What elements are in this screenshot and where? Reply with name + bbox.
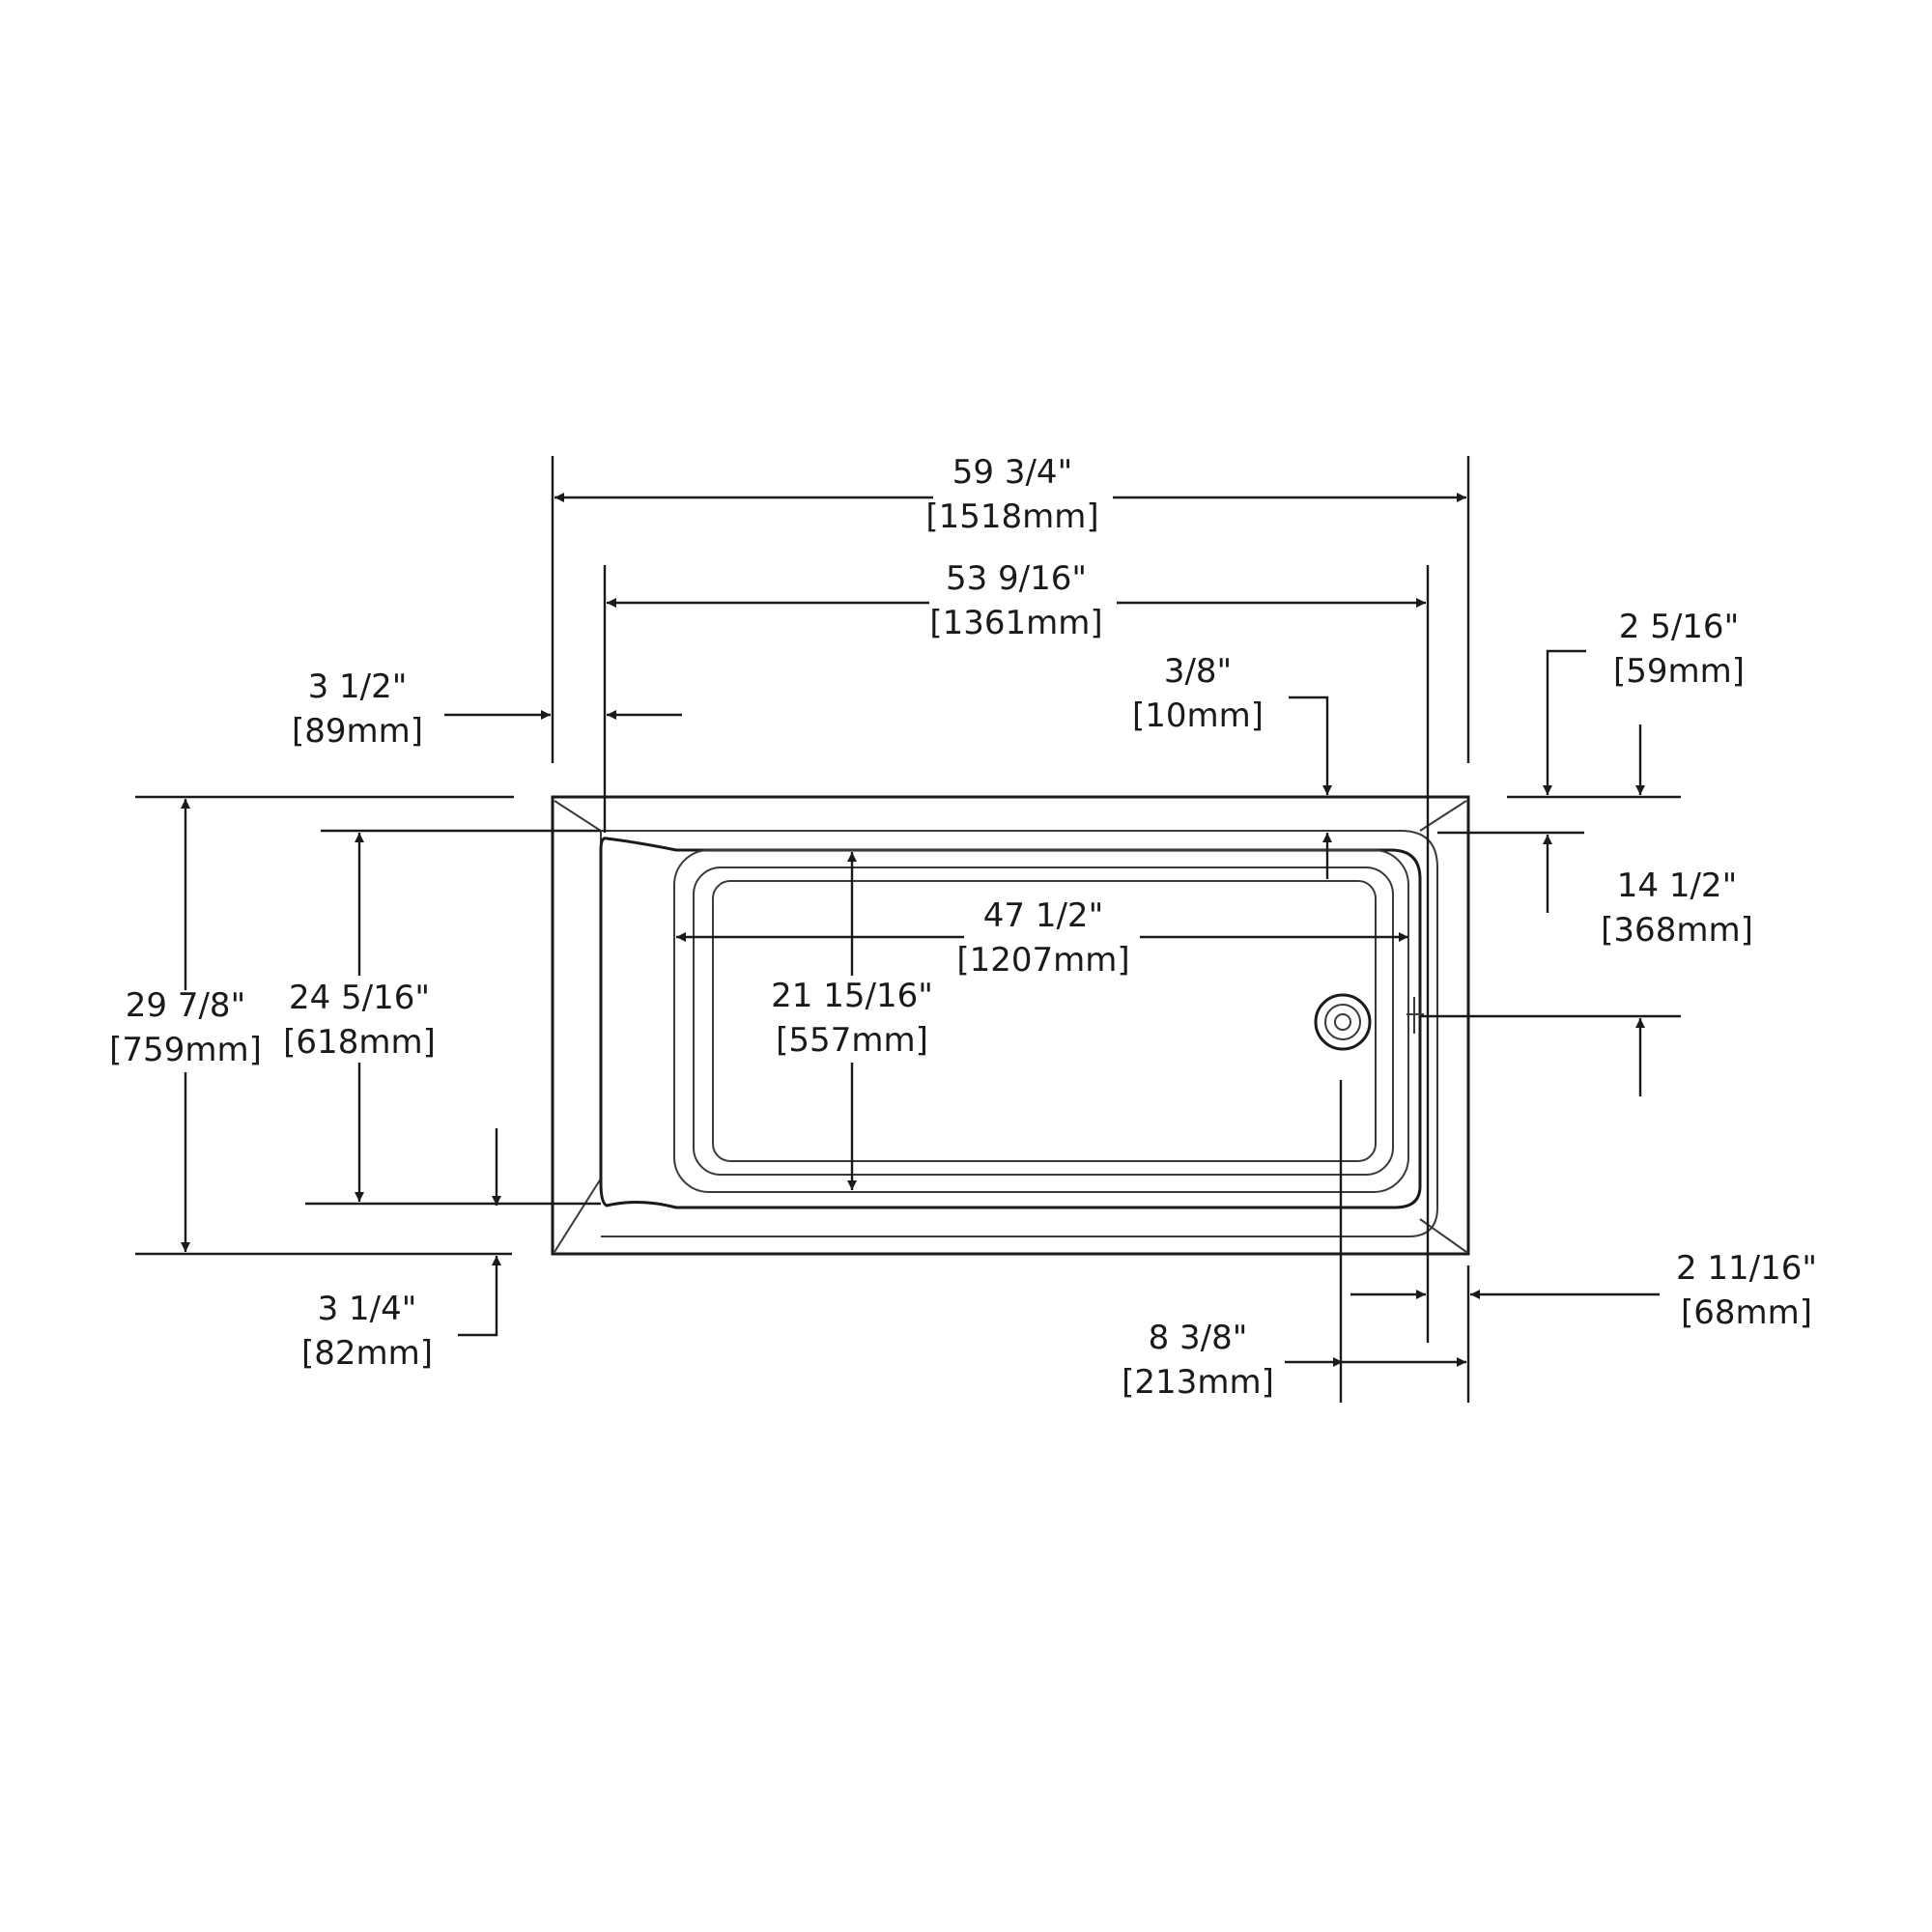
label-front-deck: 3 1/4" [82mm] xyxy=(301,1287,433,1376)
label-imperial: 14 1/2" xyxy=(1616,867,1738,905)
label-imperial: 24 5/16" xyxy=(288,979,431,1017)
label-imperial: 47 1/2" xyxy=(982,896,1104,935)
label-metric: [89mm] xyxy=(291,712,424,751)
drain-icon xyxy=(1314,993,1372,1051)
label-bottom-width: 21 15/16" [557mm] xyxy=(771,974,933,1063)
label-imperial: 2 11/16" xyxy=(1675,1249,1818,1288)
label-imperial: 53 9/16" xyxy=(945,559,1088,598)
label-left-deck: 3 1/2" [89mm] xyxy=(292,665,423,753)
label-interior-width: 24 5/16" [618mm] xyxy=(283,976,436,1065)
label-metric: [557mm] xyxy=(776,1021,928,1060)
label-imperial: 2 5/16" xyxy=(1618,608,1740,646)
label-metric: [59mm] xyxy=(1612,652,1746,691)
label-imperial: 59 3/4" xyxy=(952,453,1073,492)
label-metric: [10mm] xyxy=(1131,696,1264,735)
label-right-offset: 2 5/16" [59mm] xyxy=(1613,605,1745,694)
tub-well xyxy=(599,837,1422,1209)
label-imperial: 3 1/4" xyxy=(317,1290,417,1328)
overflow-mark xyxy=(1406,997,1424,1034)
label-metric: [1361mm] xyxy=(929,604,1103,642)
label-imperial: 3 1/2" xyxy=(307,668,408,706)
label-rear-deck: 3/8" [10mm] xyxy=(1132,649,1264,738)
label-imperial: 3/8" xyxy=(1163,652,1233,691)
label-rim-to-wall-length: 53 9/16" [1361mm] xyxy=(929,556,1102,645)
label-drain-from-back: 14 1/2" [368mm] xyxy=(1601,864,1753,952)
label-metric: [68mm] xyxy=(1680,1293,1813,1332)
label-metric: [1518mm] xyxy=(925,497,1099,536)
label-drain-from-end: 8 3/8" [213mm] xyxy=(1122,1316,1274,1405)
label-overall-width: 29 7/8" [759mm] xyxy=(109,983,262,1072)
label-imperial: 21 15/16" xyxy=(771,977,933,1015)
label-metric: [1207mm] xyxy=(956,941,1130,980)
label-imperial: 29 7/8" xyxy=(125,986,246,1025)
extension-lines xyxy=(135,456,1681,1403)
label-metric: [759mm] xyxy=(109,1031,262,1069)
dimension-arrows xyxy=(181,493,1660,1367)
label-metric: [618mm] xyxy=(283,1023,436,1062)
label-end-deck: 2 11/16" [68mm] xyxy=(1676,1246,1817,1335)
label-metric: [368mm] xyxy=(1601,911,1753,950)
label-imperial: 8 3/8" xyxy=(1148,1319,1248,1357)
label-bottom-length: 47 1/2" [1207mm] xyxy=(956,894,1129,982)
label-overall-length: 59 3/4" [1518mm] xyxy=(925,450,1098,539)
label-metric: [82mm] xyxy=(300,1334,434,1373)
label-metric: [213mm] xyxy=(1122,1363,1274,1402)
